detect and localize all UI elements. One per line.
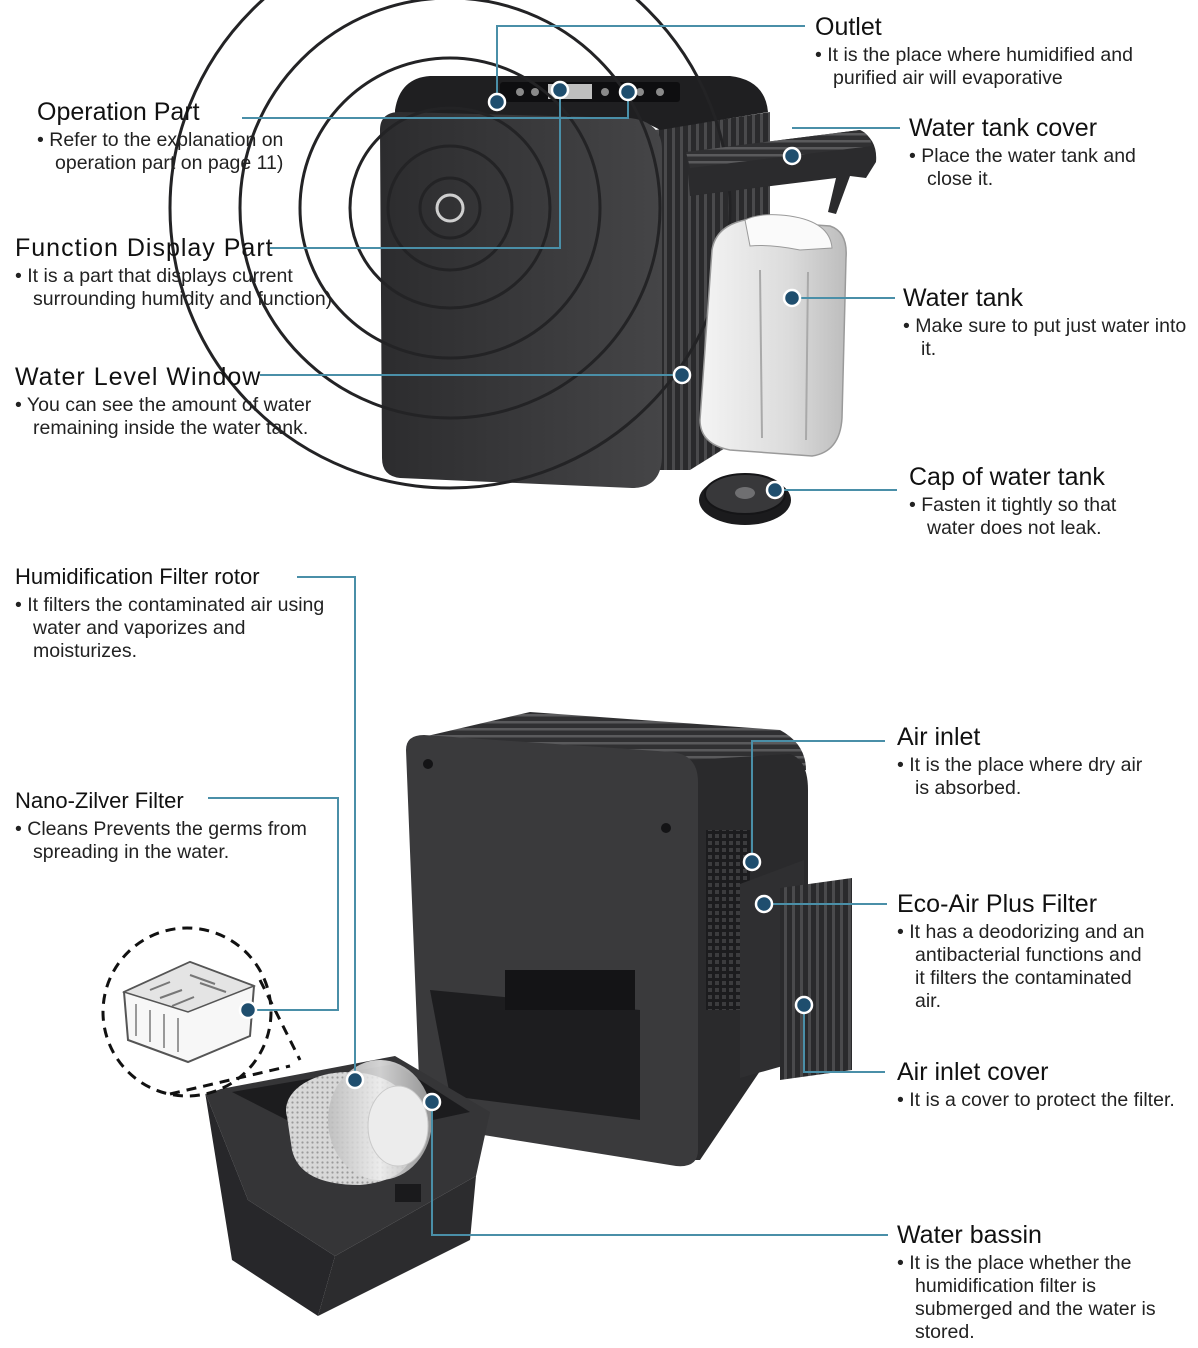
eco-air-plus-filter-illustration	[740, 860, 852, 1080]
label-humidification-filter-rotor: Humidification Filter rotor • It filters…	[15, 562, 335, 663]
humidification-filter-rotor-illustration	[286, 1060, 432, 1185]
label-water-level-window: Water Level Window • You can see the amo…	[15, 362, 325, 440]
label-nano-zilver-filter: Nano-Zilver Filter • Cleans Prevents the…	[15, 786, 340, 864]
label-air-inlet-cover-desc: • It is a cover to protect the filter.	[897, 1089, 1175, 1111]
label-water-bassin-title: Water bassin	[897, 1221, 1042, 1249]
callout-dots	[238, 80, 814, 1112]
label-water-bassin: Water bassin • It is the place whether t…	[897, 1220, 1162, 1344]
label-water-tank-cover: Water tank cover • Place the water tank …	[909, 113, 1169, 191]
label-function-display-part-title: Function Display Part	[15, 234, 274, 262]
label-air-inlet-cover: Air inlet cover • It is a cover to prote…	[897, 1057, 1182, 1112]
label-water-tank-cover-desc: • Place the water tank and close it.	[909, 145, 1136, 190]
label-nano-zilver-filter-title: Nano-Zilver Filter	[15, 788, 184, 813]
label-humidification-filter-rotor-desc: • It filters the contaminated air using …	[15, 594, 325, 662]
label-air-inlet-title: Air inlet	[897, 723, 981, 751]
label-water-level-window-desc: • You can see the amount of water remain…	[15, 394, 312, 439]
label-water-tank: Water tank • Make sure to put just water…	[903, 283, 1198, 361]
label-water-bassin-desc: • It is the place whether the humidifica…	[897, 1252, 1156, 1343]
label-humidification-filter-rotor-title: Humidification Filter rotor	[15, 564, 260, 589]
label-cap-of-water-tank: Cap of water tank • Fasten it tightly so…	[909, 462, 1169, 540]
label-outlet-desc: • It is the place where humidified and p…	[815, 44, 1133, 89]
label-air-inlet-desc: • It is the place where dry air is absor…	[897, 754, 1143, 799]
label-water-tank-title: Water tank	[903, 284, 1023, 312]
label-cap-of-water-tank-title: Cap of water tank	[909, 463, 1105, 491]
label-eco-air-plus-filter-desc: • It has a deodorizing and an antibacter…	[897, 921, 1145, 1012]
label-outlet-title: Outlet	[815, 13, 882, 41]
label-eco-air-plus-filter: Eco-Air Plus Filter • It has a deodorizi…	[897, 889, 1147, 1013]
label-water-tank-cover-title: Water tank cover	[909, 114, 1098, 142]
label-cap-of-water-tank-desc: • Fasten it tightly so that water does n…	[909, 494, 1117, 539]
water-tank-illustration	[699, 214, 847, 457]
label-water-level-window-title: Water Level Window	[15, 363, 262, 391]
label-eco-air-plus-filter-title: Eco-Air Plus Filter	[897, 890, 1098, 918]
label-water-tank-desc: • Make sure to put just water into it.	[903, 315, 1187, 360]
label-nano-zilver-filter-desc: • Cleans Prevents the germs from spreadi…	[15, 818, 307, 863]
label-operation-part: Operation Part • Refer to the explanatio…	[37, 97, 347, 175]
label-function-display-part: Function Display Part • It is a part tha…	[15, 233, 345, 311]
nano-zilver-filter-inset	[101, 926, 302, 1098]
label-outlet: Outlet • It is the place where humidifie…	[815, 12, 1175, 90]
label-function-display-part-desc: • It is a part that displays current sur…	[15, 265, 333, 310]
label-air-inlet-cover-title: Air inlet cover	[897, 1058, 1049, 1086]
label-operation-part-desc: • Refer to the explanation on operation …	[37, 129, 284, 174]
label-operation-part-title: Operation Part	[37, 98, 200, 126]
label-air-inlet: Air inlet • It is the place where dry ai…	[897, 722, 1157, 800]
water-tank-cover-illustration	[686, 130, 877, 214]
